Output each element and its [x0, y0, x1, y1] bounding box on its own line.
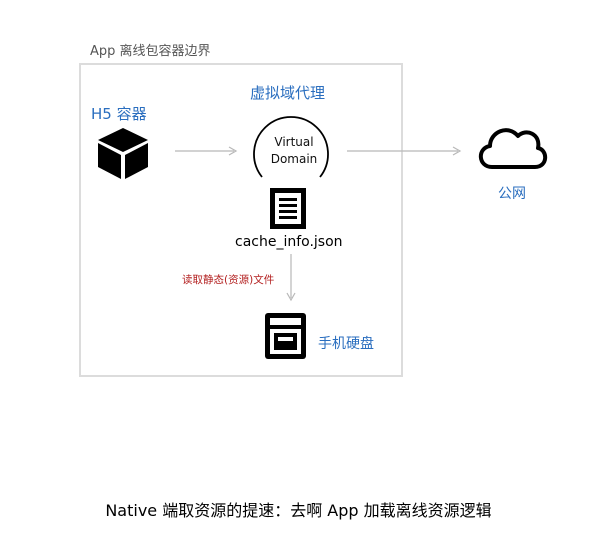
virtual-domain-line1: Virtual — [274, 135, 314, 149]
public-network-label: 公网 — [498, 186, 526, 202]
h5-container-title: H5 容器 — [91, 105, 147, 123]
app-container-boundary — [79, 63, 403, 377]
arrow-cache-to-disk — [286, 254, 296, 302]
phone-disk-label: 手机硬盘 — [318, 336, 374, 352]
cabinet-icon — [265, 313, 306, 359]
virtual-domain-proxy-title: 虚拟域代理 — [250, 84, 326, 102]
arrow-proxy-to-public — [347, 146, 462, 156]
cache-info-label: cache_info.json — [235, 234, 343, 250]
virtual-domain-line2: Domain — [270, 152, 318, 166]
figure-caption: Native 端取资源的提速：去啊 App 加载离线资源逻辑 — [105, 501, 492, 520]
document-icon — [270, 188, 306, 229]
cube-icon — [98, 128, 148, 179]
read-static-files-label: 读取静态(资源)文件 — [182, 274, 275, 286]
virtual-domain-label: Virtual Domain — [258, 134, 330, 168]
arrow-h5-to-proxy — [175, 146, 238, 156]
virtual-domain-node — [253, 116, 329, 178]
boundary-title: App 离线包容器边界 — [90, 44, 211, 59]
virtual-domain-arc — [253, 116, 329, 178]
cloud-icon — [478, 128, 548, 169]
